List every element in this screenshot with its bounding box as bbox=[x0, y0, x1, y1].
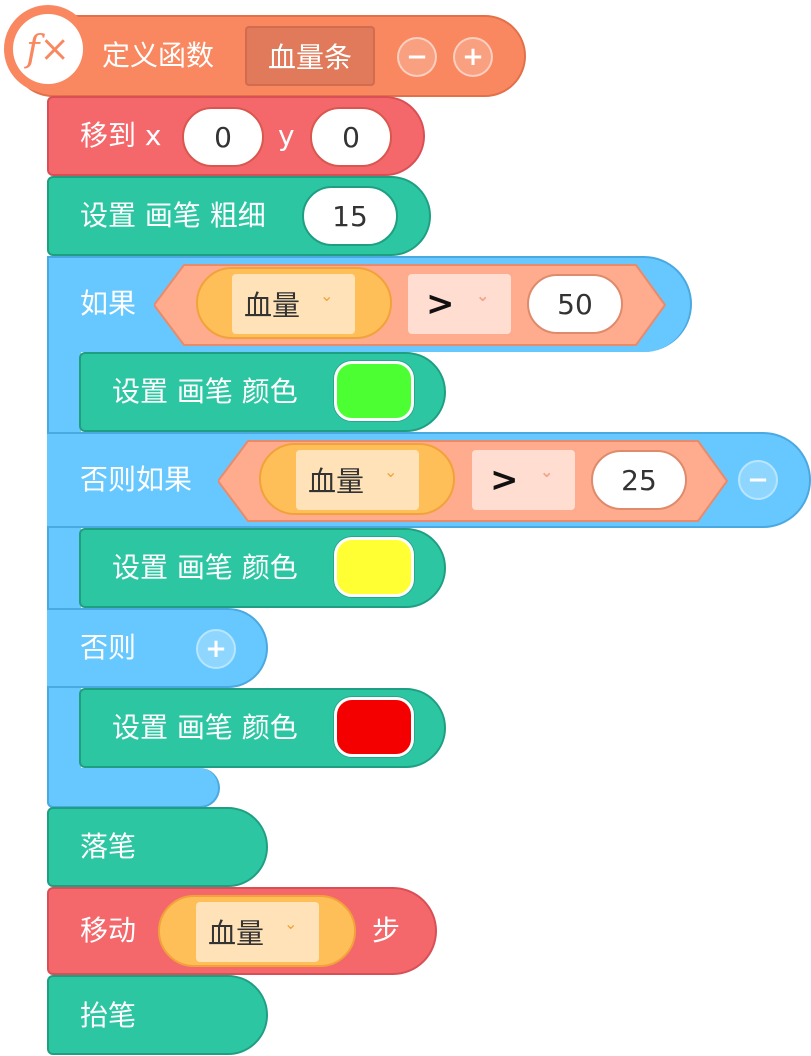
if-value-input[interactable]: 50 bbox=[527, 274, 623, 334]
else-if-operator-text: > bbox=[490, 460, 519, 500]
pen-down-label: 落笔 bbox=[80, 830, 137, 863]
remove-param-button[interactable]: − bbox=[397, 37, 437, 77]
minus-icon: − bbox=[747, 465, 769, 495]
pen-down-block[interactable] bbox=[47, 807, 268, 887]
function-fx-icon: f× bbox=[4, 5, 92, 93]
plus-icon: + bbox=[462, 42, 484, 72]
move-var-dropdown[interactable]: 血量 ⌄ bbox=[196, 902, 319, 962]
function-name-text: 血量条 bbox=[267, 41, 352, 74]
pen-size-value: 15 bbox=[332, 199, 368, 233]
steps-suffix-label: 步 bbox=[372, 914, 401, 947]
else-if-value-text: 25 bbox=[621, 463, 657, 497]
set-pen-color-label-2: 设置 画笔 颜色 bbox=[112, 551, 298, 584]
y-value: 0 bbox=[342, 120, 360, 154]
if-label: 如果 bbox=[80, 287, 137, 320]
else-if-var-dropdown[interactable]: 血量 ⌄ bbox=[296, 450, 419, 510]
minus-icon: − bbox=[406, 42, 428, 72]
else-if-label: 否则如果 bbox=[80, 463, 193, 496]
move-var-text: 血量 bbox=[208, 917, 265, 950]
color-swatch-2[interactable] bbox=[334, 537, 414, 597]
chevron-down-icon: ⌄ bbox=[476, 286, 490, 305]
plus-icon: + bbox=[205, 634, 227, 664]
x-input[interactable]: 0 bbox=[182, 107, 264, 167]
y-label: y bbox=[278, 119, 295, 152]
chevron-down-icon: ⌄ bbox=[284, 914, 298, 933]
set-pen-color-label-1: 设置 画笔 颜色 bbox=[112, 375, 298, 408]
else-if-value-input[interactable]: 25 bbox=[591, 450, 687, 510]
set-pen-size-label: 设置 画笔 粗细 bbox=[80, 199, 266, 232]
fx-glyph: f× bbox=[13, 14, 83, 84]
pen-up-label: 抬笔 bbox=[80, 999, 137, 1032]
if-operator-dropdown[interactable]: > ⌄ bbox=[408, 274, 511, 334]
else-if-var-text: 血量 bbox=[308, 465, 365, 498]
if-var-dropdown[interactable]: 血量 ⌄ bbox=[232, 274, 355, 334]
y-input[interactable]: 0 bbox=[310, 107, 392, 167]
function-name-field[interactable]: 血量条 bbox=[245, 26, 375, 86]
set-pen-color-label-3: 设置 画笔 颜色 bbox=[112, 711, 298, 744]
chevron-down-icon: ⌄ bbox=[384, 462, 398, 481]
pen-up-block[interactable] bbox=[47, 975, 268, 1055]
color-swatch-1[interactable] bbox=[334, 361, 414, 421]
color-swatch-3[interactable] bbox=[334, 697, 414, 757]
x-value: 0 bbox=[214, 120, 232, 154]
pen-size-input[interactable]: 15 bbox=[302, 186, 398, 246]
move-to-label: 移到 x bbox=[80, 119, 162, 152]
chevron-down-icon: ⌄ bbox=[320, 286, 334, 305]
if-value-text: 50 bbox=[557, 287, 593, 321]
remove-else-if-button[interactable]: − bbox=[738, 460, 778, 500]
add-else-if-button[interactable]: + bbox=[196, 629, 236, 669]
else-label: 否则 bbox=[80, 631, 137, 664]
else-if-operator-dropdown[interactable]: > ⌄ bbox=[472, 450, 575, 510]
add-param-button[interactable]: + bbox=[453, 37, 493, 77]
define-function-label: 定义函数 bbox=[102, 39, 215, 72]
chevron-down-icon: ⌄ bbox=[540, 462, 554, 481]
if-operator-text: > bbox=[426, 284, 455, 324]
if-var-text: 血量 bbox=[244, 289, 301, 322]
move-label: 移动 bbox=[80, 914, 137, 947]
if-footer bbox=[47, 768, 220, 808]
